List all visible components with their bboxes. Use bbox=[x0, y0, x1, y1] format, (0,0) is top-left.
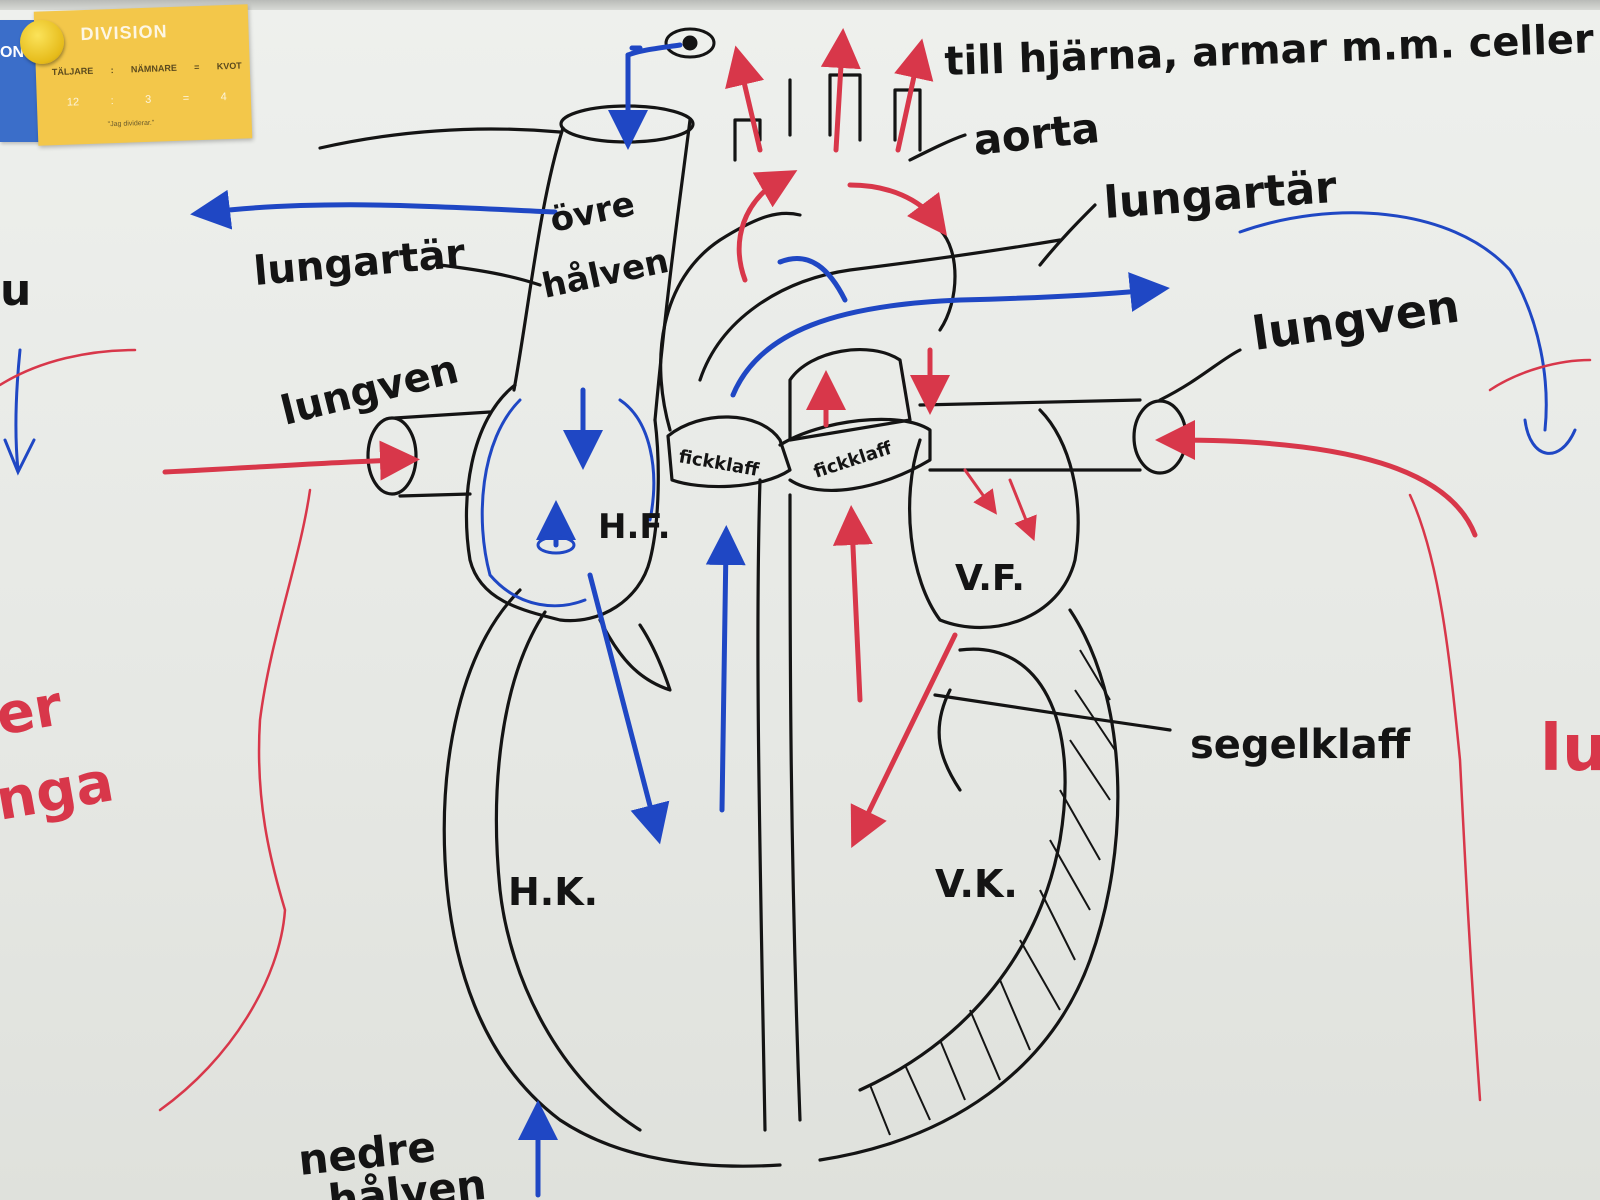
label-fickklaff-left: fickklaff bbox=[677, 446, 761, 481]
pulmonary-trunk-outline bbox=[698, 238, 1062, 382]
label-lungartar-right: lungartär bbox=[1102, 162, 1338, 229]
red-arrow-into-left-ventricle bbox=[850, 632, 958, 848]
red-arc-right-margin bbox=[1408, 493, 1482, 1102]
septum-left-line bbox=[756, 478, 767, 1132]
pulmonary-vein-left-tube bbox=[393, 410, 492, 498]
blue-arrow-pulmonary-trunk-up bbox=[777, 255, 848, 303]
aorta-arch-outline bbox=[659, 211, 957, 432]
label-aorta: aorta bbox=[971, 103, 1102, 165]
red-arrow-atrium-inner-2 bbox=[1008, 478, 1037, 542]
pulmonary-vein-left-opening bbox=[366, 416, 418, 496]
label-ovre-2: hålven bbox=[539, 241, 673, 307]
red-arrow-from-left-lung bbox=[162, 440, 420, 481]
red-arrow-aorta-branch-1 bbox=[725, 45, 765, 153]
label-right-edge: lu bbox=[1540, 712, 1600, 786]
myocardium-hatching bbox=[869, 649, 1116, 1136]
red-arrow-atrium-inner-1 bbox=[963, 468, 997, 515]
red-arrow-aorta-branch-3 bbox=[894, 38, 934, 153]
label-vk: V.K. bbox=[935, 862, 1018, 906]
label-left-edge-2: er bbox=[0, 673, 67, 748]
heart-outer-wall-left bbox=[442, 588, 782, 1168]
red-arrow-aorta-curve-right bbox=[847, 182, 948, 236]
blue-atrium-ring bbox=[536, 535, 576, 555]
label-lungartar-left: lungartär bbox=[252, 231, 467, 295]
blue-arrow-into-vena-cava bbox=[628, 45, 640, 130]
septum-right-line bbox=[788, 493, 802, 1122]
aortic-root-box bbox=[788, 348, 912, 442]
vena-cava-label-leader bbox=[318, 127, 562, 150]
red-arc-right-top bbox=[1488, 358, 1592, 392]
blue-arc-left-lung bbox=[3, 348, 36, 476]
red-arrow-up-aorta bbox=[832, 505, 873, 703]
segelklaff-leader bbox=[933, 693, 1172, 732]
right-atrium-outline bbox=[464, 383, 660, 623]
red-arc-left-margin bbox=[158, 488, 312, 1112]
label-ovre-1: övre bbox=[547, 184, 639, 241]
lungven-right-leader bbox=[1158, 348, 1242, 402]
label-segelklaff: segelklaff bbox=[1190, 722, 1411, 768]
lungartar-left-leader bbox=[438, 263, 542, 287]
label-left-edge-1: u bbox=[0, 265, 31, 316]
label-vf: V.F. bbox=[955, 558, 1025, 599]
red-arrow-aorta-branch-2 bbox=[820, 28, 861, 153]
heart-inner-wall-right bbox=[858, 647, 1067, 1092]
side-card-text: ON bbox=[0, 44, 24, 61]
aorta-leader bbox=[908, 133, 967, 162]
blue-arc-right-lung-tip bbox=[1523, 418, 1577, 455]
heart-inner-wall-left bbox=[494, 610, 642, 1132]
lungartar-right-leader bbox=[1038, 203, 1097, 267]
blue-arrow-into-right-ventricle bbox=[587, 572, 670, 845]
blue-arc-right-lung bbox=[1238, 211, 1548, 432]
heart-outer-wall-right bbox=[818, 608, 1120, 1162]
label-lungven-left: lungven bbox=[276, 346, 463, 434]
label-top-caption: till hjärna, armar m.m. celler o bbox=[944, 15, 1600, 85]
label-left-edge-3: nga bbox=[0, 749, 118, 833]
label-hk: H.K. bbox=[508, 870, 598, 914]
red-arrow-aorta-curve-left bbox=[736, 170, 798, 283]
top-doodle bbox=[664, 27, 716, 59]
semilunar-valve-left-box bbox=[666, 415, 792, 489]
tricuspid-leaflet bbox=[598, 618, 672, 692]
blue-arrow-up-pulmonary bbox=[705, 525, 746, 813]
label-hf: H.F. bbox=[598, 507, 671, 547]
aorta-branch-outlines bbox=[733, 73, 922, 162]
pulmonary-vein-right-opening bbox=[1132, 399, 1188, 475]
label-fickklaff-right: fickklaff bbox=[811, 438, 895, 483]
blue-outline-right-atrium bbox=[480, 398, 656, 608]
magnet-icon bbox=[20, 20, 64, 64]
label-lungven-right: lungven bbox=[1249, 278, 1463, 360]
left-atrium-outline bbox=[907, 408, 1080, 629]
red-arc-left-top bbox=[0, 348, 137, 387]
blue-arrow-pulmonary-trunk-right bbox=[730, 272, 1170, 398]
blue-arrow-vena-cava-top bbox=[625, 42, 683, 58]
blue-arrow-to-left-lung bbox=[190, 189, 558, 230]
red-arrow-from-right-lung bbox=[1155, 420, 1478, 538]
pulmonary-vein-right-tube bbox=[918, 398, 1142, 472]
whiteboard-frame bbox=[0, 0, 1600, 10]
mitral-leaflet bbox=[937, 688, 962, 792]
